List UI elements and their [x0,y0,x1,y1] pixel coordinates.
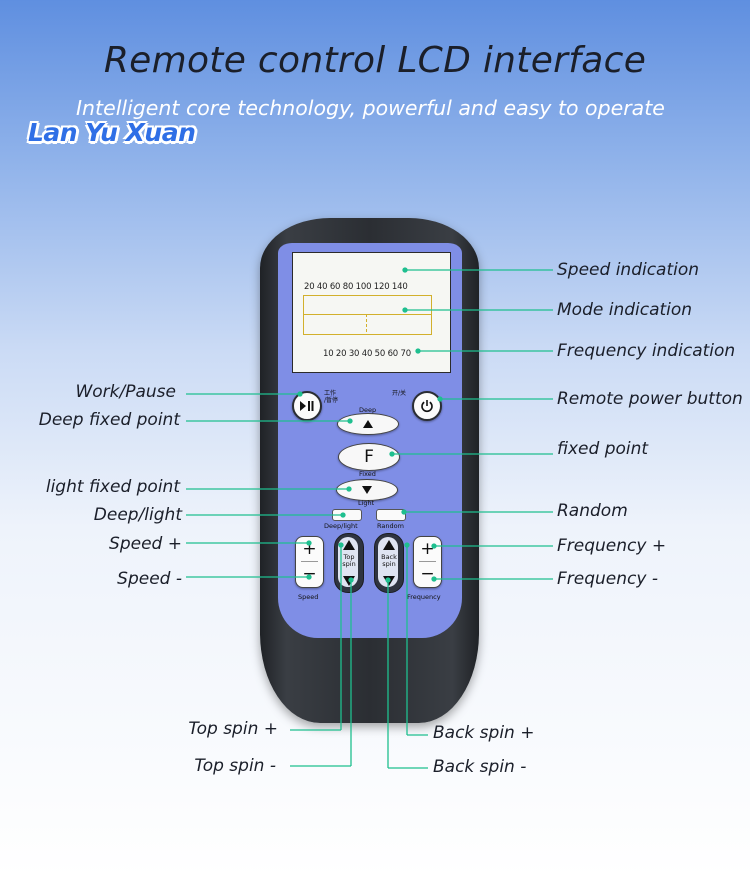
callout-deep-light: Deep/light [93,505,182,525]
frequency-minus-button[interactable]: − [420,564,435,584]
deep-light-label: Deep/light [324,522,358,530]
frequency-label: Frequency [407,593,441,601]
work-pause-button[interactable] [292,391,322,421]
mode-indicator-box [303,295,432,335]
power-icon [421,400,433,413]
power-zh-label: 开/关 [392,390,407,397]
callout-remote-power-button: Remote power button [557,389,743,409]
callout-fixed-point: fixed point [557,439,649,459]
fixed-label: Fixed [359,470,376,478]
callout-light-fixed-point: light fixed point [45,477,180,497]
callout-speed-minus: Speed - [117,569,182,589]
light-label: Light [358,499,375,507]
callout-deep-fixed-point: Deep fixed point [38,410,180,430]
speed-plus-button[interactable]: + [302,539,317,559]
page-title: Remote control LCD interface [103,40,647,81]
page-subtitle: Intelligent core technology, powerful an… [76,96,665,120]
callout-frequency-minus: Frequency - [557,569,658,589]
triangle-down-icon [362,486,372,494]
deep-fixed-point-button[interactable] [337,413,399,435]
speed-minus-button[interactable]: − [302,564,317,584]
speed-scale: 20 40 60 80 100 120 140 [304,282,408,292]
lcd-screen [292,252,451,373]
light-fixed-point-button[interactable] [336,479,398,501]
callout-speed-plus: Speed + [109,534,182,554]
back-spin-label: Back spin [381,553,397,568]
callout-top-spin-plus: Top spin + [188,719,278,739]
frequency-plus-button[interactable]: + [420,539,435,559]
back-spin-rocker[interactable]: Back spin [374,533,404,593]
work-pause-zh-label: 工作 /暂停 [324,390,339,404]
deep-label: Deep [359,406,377,414]
random-button[interactable] [376,509,406,521]
callout-frequency-indication: Frequency indication [557,341,736,361]
callout-back-spin-plus: Back spin + [433,723,535,743]
callout-mode-indication: Mode indication [557,300,693,320]
top-spin-rocker[interactable]: Top spin [334,533,364,593]
callout-speed-indication: Speed indication [557,260,700,280]
callout-work-pause: Work/Pause [75,382,176,402]
random-label: Random [377,522,404,530]
callout-frequency-plus: Frequency + [557,536,667,556]
brand-watermark: Lan Yu Xuan [28,118,196,147]
play-pause-icon [300,401,314,411]
speed-label: Speed [298,593,319,601]
fixed-point-button[interactable]: F [338,443,400,471]
top-spin-label: Top spin [342,553,356,568]
remote-power-button[interactable] [412,391,442,421]
callout-random: Random [557,501,628,521]
triangle-up-icon [363,420,373,428]
callout-back-spin-minus: Back spin - [433,757,527,777]
frequency-scale: 10 20 30 40 50 60 70 [323,349,411,359]
callout-top-spin-minus: Top spin - [194,756,276,776]
